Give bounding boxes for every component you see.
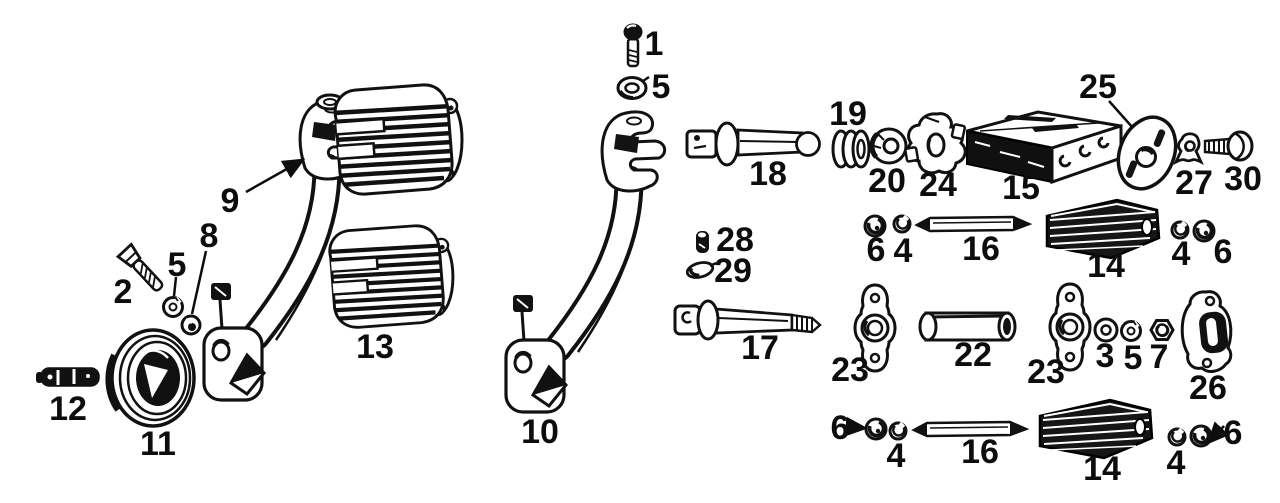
leader-line-6 bbox=[844, 416, 868, 437]
part-12-fitting bbox=[36, 367, 100, 387]
part-label-4: 4 bbox=[887, 437, 906, 475]
part-4-washer-bottom-right bbox=[1167, 427, 1187, 447]
part-label-12: 12 bbox=[49, 390, 87, 428]
part-25-end-plate bbox=[1116, 115, 1178, 191]
part-26-bracket bbox=[1180, 290, 1233, 373]
part-6-nut-bottom-left bbox=[864, 417, 888, 441]
part-label-16: 16 bbox=[962, 230, 1000, 268]
part-4-washer-mid-left bbox=[892, 214, 912, 234]
part-label-16: 16 bbox=[961, 433, 999, 471]
part-label-30: 30 bbox=[1224, 160, 1262, 198]
part-5-washer-top bbox=[616, 75, 650, 100]
part-19-spring-washer bbox=[831, 129, 871, 169]
part-label-23: 23 bbox=[1027, 353, 1065, 391]
part-22-spacer-tube bbox=[918, 311, 1017, 342]
part-29-clip bbox=[685, 261, 717, 279]
part-label-3: 3 bbox=[1096, 337, 1115, 375]
part-label-1: 1 bbox=[645, 25, 664, 63]
part-label-5: 5 bbox=[168, 246, 187, 284]
part-label-26: 26 bbox=[1189, 369, 1227, 407]
part-2-bolt bbox=[115, 242, 164, 292]
part-8-nut bbox=[180, 314, 202, 336]
part-label-5: 5 bbox=[1124, 339, 1143, 377]
part-label-20: 20 bbox=[868, 162, 906, 200]
part-24-cam-plate bbox=[904, 112, 967, 175]
part-11-wheel bbox=[105, 328, 196, 428]
part-label-6: 6 bbox=[1224, 414, 1243, 452]
part-17-pivot-pin bbox=[673, 299, 822, 341]
part-label-13: 13 bbox=[356, 328, 394, 366]
part-20-bushing bbox=[869, 127, 908, 165]
part-label-14: 14 bbox=[1087, 247, 1125, 285]
leader-line-5 bbox=[172, 276, 178, 297]
part-label-6: 6 bbox=[867, 231, 886, 269]
part-label-24: 24 bbox=[919, 166, 957, 204]
part-18-clevis-pin bbox=[685, 121, 821, 167]
part-label-28: 28 bbox=[716, 221, 754, 259]
part-6-nut-mid-right bbox=[1192, 219, 1216, 243]
part-label-25: 25 bbox=[1079, 68, 1117, 106]
part-13-coil-upper bbox=[326, 85, 462, 194]
part-label-4: 4 bbox=[1172, 235, 1191, 273]
part-5-lockwasher-right bbox=[1119, 319, 1143, 343]
part-label-29: 29 bbox=[714, 252, 752, 290]
part-label-5: 5 bbox=[652, 68, 671, 106]
leader-line-9 bbox=[245, 158, 306, 194]
part-13-coil-lower bbox=[321, 226, 453, 328]
leader-line-8 bbox=[190, 250, 208, 315]
part-label-19: 19 bbox=[829, 95, 867, 133]
part-5-lockwasher-left bbox=[161, 295, 185, 319]
part-15-coil-box bbox=[966, 110, 1123, 185]
part-16-rod-mid bbox=[915, 215, 1031, 233]
part-label-18: 18 bbox=[749, 155, 787, 193]
part-label-11: 11 bbox=[140, 425, 176, 463]
part-28-pin bbox=[696, 231, 709, 253]
part-30-screw bbox=[1203, 130, 1254, 162]
part-label-14: 14 bbox=[1083, 450, 1121, 488]
part-label-23: 23 bbox=[831, 351, 869, 389]
leader-line-25 bbox=[1108, 100, 1134, 129]
part-label-9: 9 bbox=[221, 182, 240, 220]
part-label-8: 8 bbox=[200, 217, 219, 255]
part-1-screw bbox=[623, 23, 643, 68]
part-label-4: 4 bbox=[894, 232, 913, 270]
part-10-lever bbox=[506, 112, 665, 412]
part-7-nut bbox=[1149, 319, 1175, 341]
part-label-22: 22 bbox=[954, 336, 992, 374]
part-label-6: 6 bbox=[831, 409, 850, 447]
part-label-7: 7 bbox=[1150, 338, 1169, 376]
part-label-10: 10 bbox=[521, 413, 559, 451]
part-label-4: 4 bbox=[1167, 444, 1186, 482]
part-label-6: 6 bbox=[1214, 233, 1233, 271]
part-label-17: 17 bbox=[741, 329, 779, 367]
part-6-nut-bottom-right bbox=[1189, 424, 1213, 448]
part-label-27: 27 bbox=[1175, 164, 1213, 202]
part-label-2: 2 bbox=[114, 273, 133, 311]
part-label-15: 15 bbox=[1002, 169, 1040, 207]
leader-line-6 bbox=[1206, 421, 1230, 445]
part-27-clip bbox=[1173, 132, 1204, 166]
